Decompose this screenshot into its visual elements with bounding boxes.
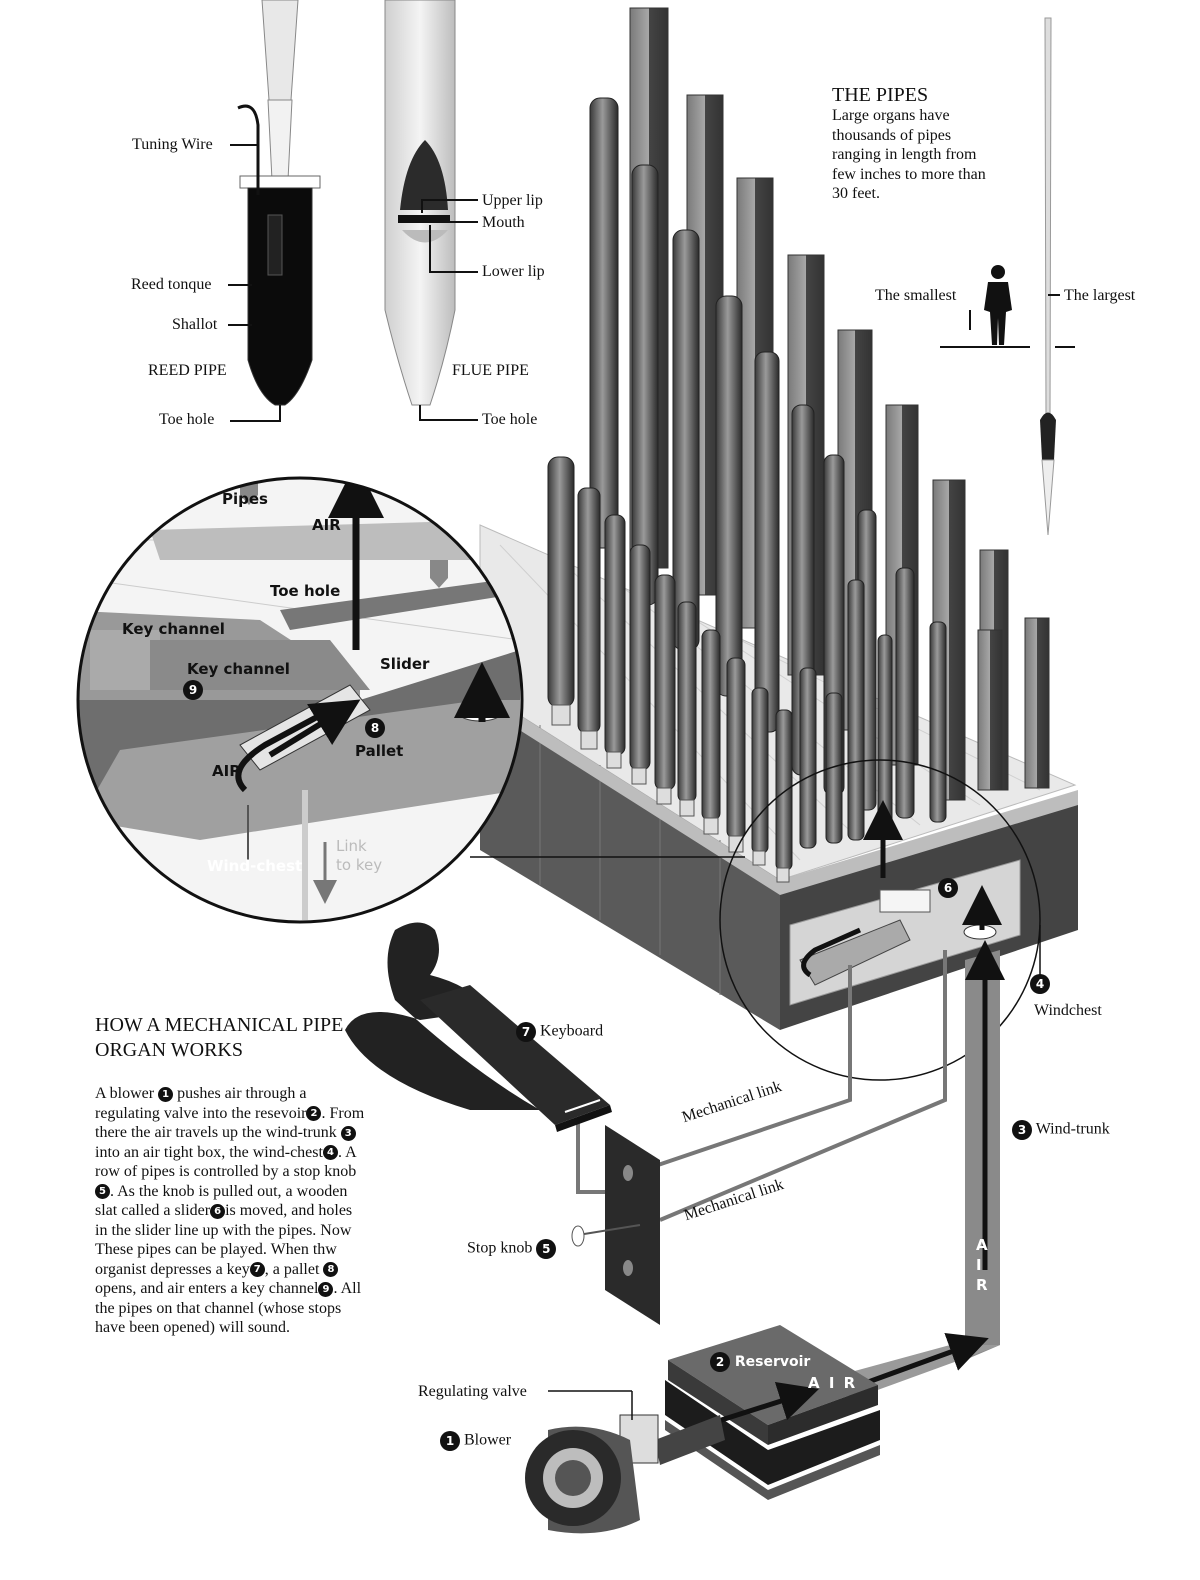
- mechanical-links: [576, 950, 947, 1222]
- reed-tongue-label: Reed tonque: [131, 276, 212, 293]
- blower-label: Blower: [464, 1431, 512, 1449]
- mouth-label: Mouth: [482, 214, 525, 231]
- pipes-description: Large organs have thousands of pipes ran…: [832, 107, 986, 202]
- stop-knob-callout: Stop knob 5: [467, 1239, 557, 1259]
- detail-air-label: AIR: [212, 762, 241, 780]
- detail-key-channel-b: Key channel: [187, 660, 290, 678]
- largest-label: The largest: [1064, 287, 1136, 304]
- shallot-label: Shallot: [172, 316, 218, 333]
- keyboard-label: Keyboard: [540, 1022, 604, 1040]
- person-silhouette: [984, 265, 1012, 345]
- keyboard-callout: 7 Keyboard: [516, 1022, 603, 1042]
- flue-pipe-illustration: [384, 0, 456, 406]
- scale-comparison: [940, 17, 1075, 536]
- key-channel-detail: [76, 476, 524, 924]
- pipes-title: THE PIPES: [832, 84, 929, 106]
- detail-key-channel-a: Key channel: [122, 620, 225, 638]
- reservoir-label: Reservoir: [734, 1354, 811, 1370]
- lower-lip-label: Lower lip: [482, 263, 545, 280]
- stop-knob-label: Stop knob: [467, 1239, 533, 1257]
- flue-toe-hole-label: Toe hole: [482, 411, 538, 428]
- detail-num-8: 8: [365, 718, 385, 738]
- detail-air-up-label: AIR: [312, 516, 341, 534]
- regulating-valve-label: Regulating valve: [418, 1383, 527, 1400]
- detail-num-9: 9: [183, 680, 203, 700]
- detail-toe-hole-label: Toe hole: [270, 582, 341, 600]
- reed-pipe-title: REED PIPE: [148, 362, 227, 379]
- detail-pallet-label: Pallet: [355, 742, 404, 760]
- detail-pipes-label: Pipes: [222, 490, 268, 508]
- keyboard-organist: [345, 922, 612, 1132]
- reservoir-callout: 2 Reservoir: [710, 1352, 810, 1372]
- explainer-body: A blower 1 pushes air through a regulati…: [95, 1085, 365, 1336]
- detail-link-line2: to key: [336, 856, 383, 874]
- detail-link-line1: Link: [336, 837, 367, 855]
- explainer-title: HOW A MECHANICAL PIPE ORGAN WORKS: [95, 1014, 344, 1061]
- windchest-number: 4: [1030, 974, 1050, 994]
- wind-trunk-callout: 3 Wind-trunk: [1012, 1120, 1110, 1140]
- detail-wind-chest-label: Wind-chest: [207, 857, 303, 875]
- wind-trunk: [840, 940, 1005, 1400]
- reed-toe-hole-label: Toe hole: [159, 411, 215, 428]
- reservoir-air-label: A I R: [808, 1374, 858, 1392]
- windchest-label: Windchest: [1034, 1002, 1102, 1019]
- stop-knob-panel: [571, 1125, 660, 1325]
- blower-callout: 1 Blower: [440, 1431, 511, 1451]
- smallest-label: The smallest: [875, 287, 957, 304]
- reed-pipe-illustration: [237, 0, 321, 406]
- flue-pipe-title: FLUE PIPE: [452, 362, 529, 379]
- detail-slider-label: Slider: [380, 655, 430, 673]
- wind-trunk-label: Wind-trunk: [1035, 1120, 1110, 1138]
- slider-number: 6: [938, 878, 958, 898]
- reservoir-blower: [525, 1325, 880, 1534]
- windchest-detail-circle: [719, 759, 1041, 1081]
- upper-lip-label: Upper lip: [482, 192, 543, 209]
- tuning-wire-label: Tuning Wire: [132, 136, 213, 153]
- pipe-rank: [547, 7, 1050, 883]
- trunk-air-label: A I R: [976, 1236, 990, 1294]
